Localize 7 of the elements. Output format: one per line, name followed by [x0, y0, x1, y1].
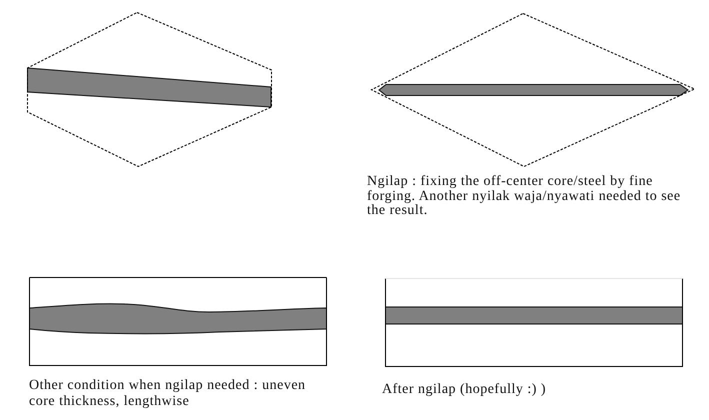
rectangle-with-wavy-band [29, 277, 327, 366]
node-label: After ngilap (hopefully :) ) [382, 382, 548, 398]
node-label: Other condition when ngilap needed : uneven core thickness, lengthwise [29, 378, 307, 410]
diamond-with-band [371, 13, 695, 167]
rectangle-with-band [385, 278, 683, 367]
node-label: Ngilap : fixing the off-center core/steel by fine forging. Another nyilak waja/nyawati needed to see the result. [367, 175, 682, 218]
hexagon-with-band [27, 12, 272, 167]
